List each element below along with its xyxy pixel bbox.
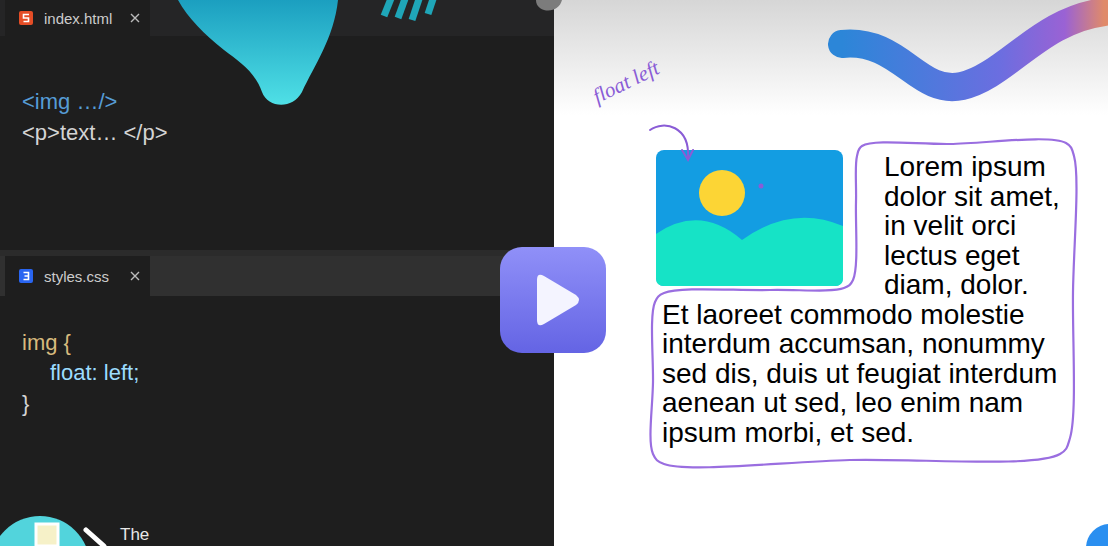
- tab-close-icon: [130, 13, 140, 23]
- wrapped-text-block: Lorem ipsum dolor sit amet, in velit orc…: [650, 142, 1074, 457]
- logo-jar: [36, 524, 58, 546]
- tab-filename: index.html: [44, 10, 130, 27]
- decorative-stripes: [384, 0, 434, 20]
- code-line: }: [22, 391, 29, 417]
- annotation-arrow: [650, 126, 688, 158]
- editor-background: [0, 0, 554, 546]
- play-triangle: [537, 275, 579, 326]
- code-line: float: left;: [50, 360, 139, 386]
- icon-badge: [19, 11, 33, 25]
- float-spacer: [662, 152, 884, 292]
- annotation-dot: [759, 184, 764, 189]
- close-cross: [131, 272, 139, 280]
- close-cross: [131, 14, 139, 22]
- decorative-blob: [178, 0, 338, 105]
- code-line: img {: [22, 330, 71, 356]
- icon-glyph: [24, 273, 29, 280]
- annotation-arrowhead: [682, 150, 693, 160]
- editor-tab: styles.css: [5, 256, 150, 296]
- tab-close-icon: [130, 271, 140, 281]
- tab-strip: [0, 256, 554, 296]
- icon-glyph: [24, 15, 30, 22]
- image-mountains: [656, 218, 843, 286]
- caption-fragment: The: [120, 526, 149, 545]
- editor-tab: index.html: [5, 0, 150, 36]
- icon-badge: [19, 269, 33, 283]
- css-file-icon: [19, 269, 33, 283]
- html-file-icon: [19, 11, 33, 25]
- decorative-swoosh: [842, 12, 1104, 87]
- image-sun: [699, 170, 745, 216]
- tab-filename: styles.css: [44, 268, 130, 285]
- code-line: <img …/>: [22, 89, 117, 115]
- logo-circle: [0, 516, 90, 546]
- paragraph-text: Lorem ipsum dolor sit amet, in velit orc…: [662, 152, 1062, 447]
- code-line: <p>text… </p>: [22, 120, 168, 146]
- outline-stroke: [650, 139, 1076, 467]
- preview-top-shade: [554, 0, 1108, 115]
- logo-stroke: [86, 530, 104, 546]
- play-button: [500, 247, 606, 353]
- decorative-corner: [1086, 524, 1108, 546]
- preview-background: [554, 0, 1108, 546]
- decorative-blob: [536, 0, 562, 11]
- image-placeholder: [656, 150, 843, 286]
